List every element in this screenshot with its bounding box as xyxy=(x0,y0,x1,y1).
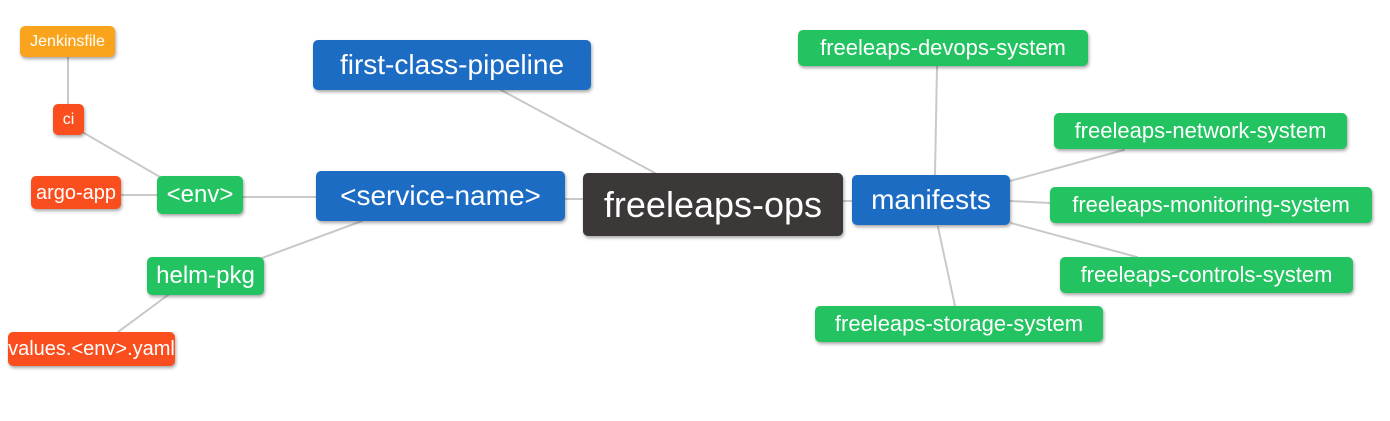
edge-manifests-to-freeleaps-monitoring-system xyxy=(1009,200,1051,204)
node-first-class-pipeline[interactable]: first-class-pipeline xyxy=(313,40,591,90)
node-label: freeleaps-controls-system xyxy=(1080,262,1333,287)
node-freeleaps-storage-system[interactable]: freeleaps-storage-system xyxy=(815,306,1103,342)
node-label: freeleaps-storage-system xyxy=(834,311,1084,336)
node-label: argo-app xyxy=(35,181,117,204)
node-label: <service-name> xyxy=(340,180,541,211)
node-helm-pkg[interactable]: helm-pkg xyxy=(147,257,264,295)
node-label: freeleaps-network-system xyxy=(1074,118,1327,143)
node-label: freeleaps-monitoring-system xyxy=(1072,192,1350,217)
node-env[interactable]: <env> xyxy=(157,176,243,214)
node-jenkinsfile[interactable]: Jenkinsfile xyxy=(20,26,115,57)
node-manifests[interactable]: manifests xyxy=(852,175,1010,225)
node-label: Jenkinsfile xyxy=(30,32,105,50)
node-label: freeleaps-devops-system xyxy=(820,35,1066,60)
node-freeleaps-network-system[interactable]: freeleaps-network-system xyxy=(1054,113,1347,149)
node-label: helm-pkg xyxy=(156,262,255,289)
edge-helm-pkg-to-values-env-yaml xyxy=(117,294,169,333)
node-label: ci xyxy=(62,110,75,128)
edge-manifests-to-freeleaps-storage-system xyxy=(937,226,956,307)
edge-service-name-to-helm-pkg xyxy=(261,220,363,259)
node-values-env-yaml[interactable]: values.<env>.yaml xyxy=(8,332,175,366)
node-argo-app[interactable]: argo-app xyxy=(31,176,121,209)
node-freeleaps-controls-system[interactable]: freeleaps-controls-system xyxy=(1060,257,1353,293)
edge-ci-to-env xyxy=(83,132,161,178)
node-freeleaps-ops[interactable]: freeleaps-ops xyxy=(583,173,843,236)
node-freeleaps-monitoring-system[interactable]: freeleaps-monitoring-system xyxy=(1050,187,1372,223)
node-label: <env> xyxy=(166,181,234,208)
edge-manifests-to-freeleaps-network-system xyxy=(1009,149,1125,182)
node-service-name[interactable]: <service-name> xyxy=(316,171,565,221)
node-ci[interactable]: ci xyxy=(53,104,84,135)
node-label: freeleaps-ops xyxy=(603,183,823,225)
edge-manifests-to-freeleaps-devops-system xyxy=(934,65,938,176)
edge-first-class-pipeline-to-freeleaps-ops xyxy=(500,89,656,174)
node-label: values.<env>.yaml xyxy=(8,338,175,360)
edge-manifests-to-freeleaps-controls-system xyxy=(1010,222,1138,258)
node-freeleaps-devops-system[interactable]: freeleaps-devops-system xyxy=(798,30,1088,66)
node-label: first-class-pipeline xyxy=(339,49,565,80)
node-label: manifests xyxy=(871,184,991,215)
